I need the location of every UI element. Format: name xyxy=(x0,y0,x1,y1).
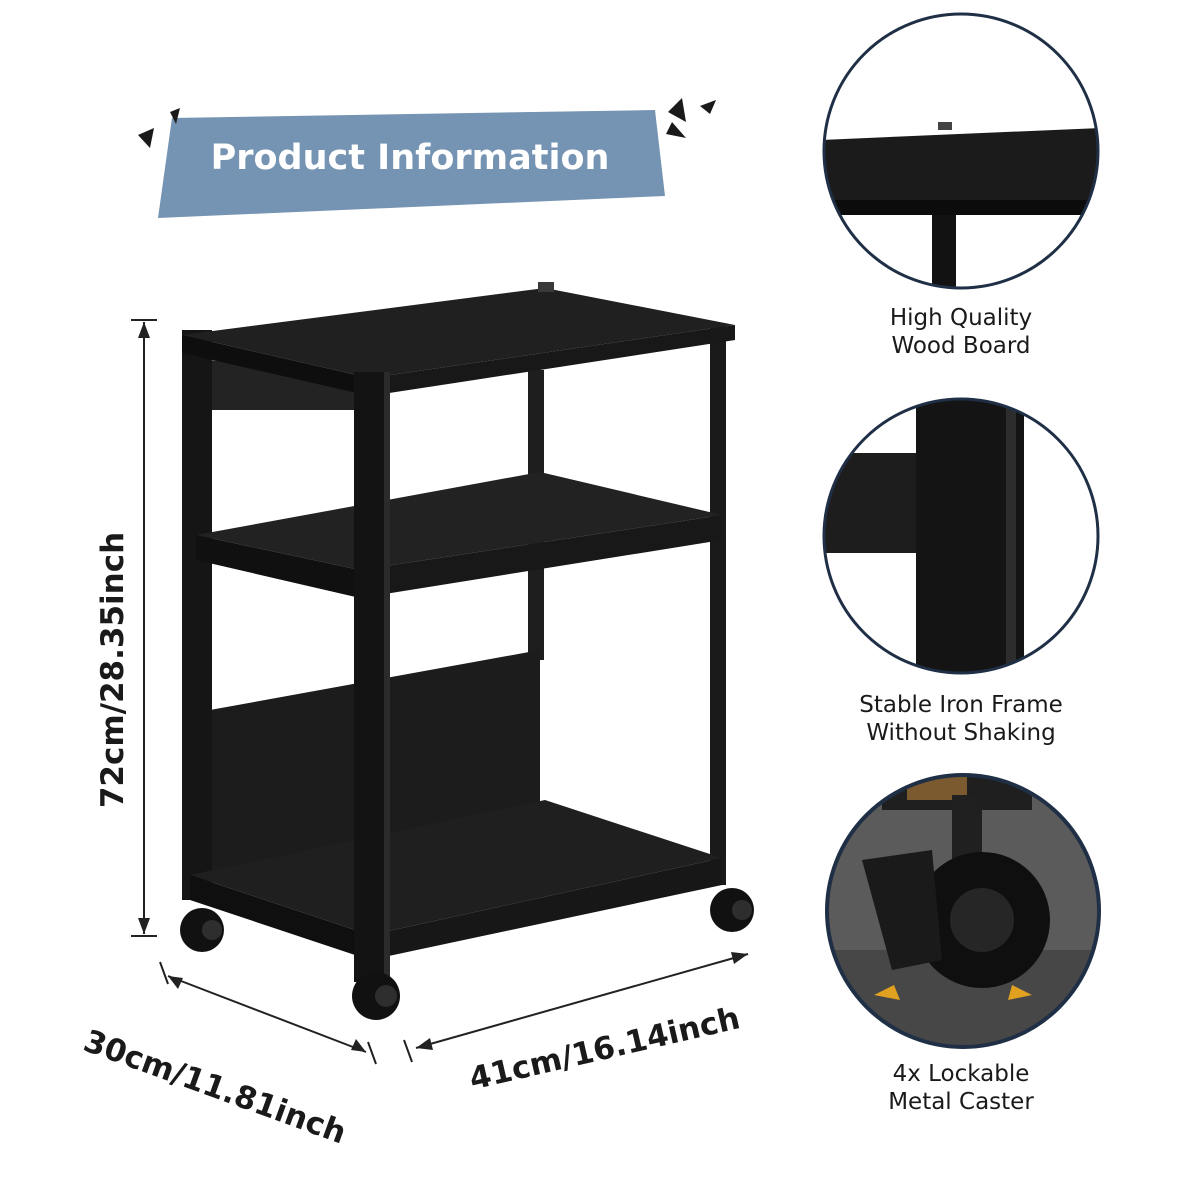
wood-board-detail-icon xyxy=(822,12,1100,290)
feature-caption-line: 4x Lockable xyxy=(892,1061,1030,1087)
depth-dimension-line xyxy=(159,961,377,1065)
feature-caption-line: Metal Caster xyxy=(888,1089,1034,1115)
height-dimension-line xyxy=(131,319,157,937)
banner-background xyxy=(138,98,716,218)
feature-caption-caster: 4x Lockable Metal Caster xyxy=(820,1060,1102,1116)
product-cart-image xyxy=(180,282,754,1020)
iron-frame-detail-icon xyxy=(822,397,1100,675)
feature-caption-line: Wood Board xyxy=(891,333,1031,359)
feature-caption-wood-board: High Quality Wood Board xyxy=(820,304,1102,360)
banner-title: Product Information xyxy=(210,138,610,178)
feature-caption-line: Stable Iron Frame xyxy=(859,692,1063,718)
height-label: 72cm/28.35inch xyxy=(95,531,131,809)
width-dimension-line xyxy=(403,952,749,1063)
feature-caption-iron-frame: Stable Iron Frame Without Shaking xyxy=(820,691,1102,747)
caster-wheel-detail-icon xyxy=(825,773,1101,1049)
feature-caption-line: High Quality xyxy=(889,305,1033,331)
feature-caption-line: Without Shaking xyxy=(866,720,1056,746)
